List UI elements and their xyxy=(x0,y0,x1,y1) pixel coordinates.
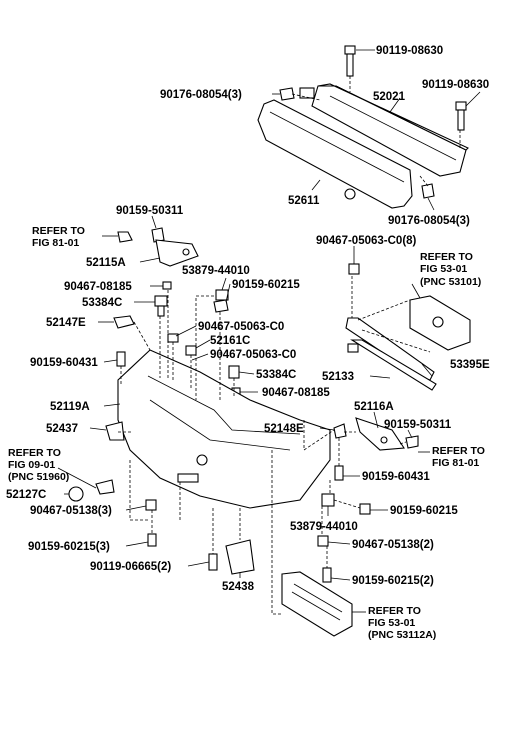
ref-fig53-top-line2: FIG 53-01 xyxy=(420,263,467,275)
label-53384C-left: 53384C xyxy=(82,297,122,309)
clip-52161C xyxy=(185,345,197,356)
label-53879-44010-bottom: 53879-44010 xyxy=(290,521,358,533)
tow-hook-cover-52127C xyxy=(68,479,115,502)
clip-53879-44010-top xyxy=(215,289,229,301)
label-90467-05138-right: 90467-05138(2) xyxy=(352,539,434,551)
energy-absorber-52611 xyxy=(257,99,413,209)
ref-fig53-bottom-line3: (PNC 53112A) xyxy=(368,629,436,641)
clip-53879-44010-bottom xyxy=(321,493,335,507)
bolt-90119-08630-right xyxy=(455,101,467,131)
bracket-52116A xyxy=(355,417,405,451)
clip-90159-60215-left xyxy=(147,533,157,547)
clip-refer-fig81-left xyxy=(117,231,133,243)
clip-90467-05063-c08 xyxy=(348,263,360,275)
label-52438: 52438 xyxy=(222,581,255,593)
label-52611: 52611 xyxy=(288,195,320,207)
label-90159-50311-right: 90159-50311 xyxy=(384,419,452,431)
retainer-53384C-right xyxy=(228,365,240,379)
label-90467-05063-c08: 90467-05063-C0(8) xyxy=(316,235,417,247)
ref-fig09-line1: REFER TO xyxy=(8,447,61,459)
label-52147E: 52147E xyxy=(46,317,86,329)
clip-90159-50311-left xyxy=(151,227,165,243)
clip-90467-05138-left xyxy=(145,499,157,511)
nut-90176-08054-left xyxy=(279,87,295,101)
label-90159-50311-left: 90159-50311 xyxy=(116,205,184,217)
bolt-90119-08630-top xyxy=(344,45,356,77)
label-52161C: 52161C xyxy=(210,335,250,347)
label-90159-60215-right: 90159-60215(2) xyxy=(352,575,434,587)
bumper-cover-52119A xyxy=(117,349,331,509)
ref-fig81-left-line1: REFER TO xyxy=(32,225,85,237)
label-90119-08630-top: 90119-08630 xyxy=(376,45,443,57)
ref-fig09-line2: FIG 09-01 xyxy=(8,459,55,471)
cover-52438 xyxy=(225,539,255,575)
label-53879-44010-top: 53879-44010 xyxy=(182,265,250,277)
bumper-reinforcement-52021 xyxy=(299,83,469,177)
label-90467-08185-right: 90467-08185 xyxy=(262,387,330,399)
ref-fig53-top-line3: (PNC 53101) xyxy=(420,276,481,288)
label-90159-60215-mid: 90159-60215 xyxy=(390,505,458,517)
ref-fig81-right-line2: FIG 81-01 xyxy=(432,457,479,469)
label-90159-60431-left: 90159-60431 xyxy=(30,357,98,369)
bolt-90159-60431-right xyxy=(334,465,344,481)
label-90176-08054-right: 90176-08054(3) xyxy=(388,215,470,227)
clip-90467-05138-right xyxy=(317,535,329,547)
label-53395E: 53395E xyxy=(450,359,490,371)
clip-90159-50311-right xyxy=(405,435,419,449)
assembly-dashed-lines xyxy=(118,76,461,615)
clip-90467-05063-a xyxy=(167,333,179,343)
ref-fig81-right-line1: REFER TO xyxy=(432,445,485,457)
bolt-90119-06665 xyxy=(208,553,218,571)
bolt-90159-60431-left xyxy=(116,351,126,367)
label-52119A: 52119A xyxy=(50,401,90,413)
cover-52437 xyxy=(105,421,125,441)
grille-strip-52133 xyxy=(345,317,437,391)
label-90159-60431-right: 90159-60431 xyxy=(362,471,430,483)
label-52127C: 52127C xyxy=(6,489,46,501)
label-52116A: 52116A xyxy=(354,401,394,413)
clip-52147E xyxy=(113,315,135,329)
ref-fig09-line3: (PNC 51960) xyxy=(8,471,69,483)
label-52437: 52437 xyxy=(46,423,78,435)
label-52148E: 52148E xyxy=(264,423,304,435)
bolt-90159-60215-right xyxy=(322,567,332,583)
label-90176-08054-left: 90176-08054(3) xyxy=(160,89,242,101)
bracket-52115A xyxy=(155,239,199,267)
bolt-90467-08185-left xyxy=(162,281,172,290)
label-90159-60215-top: 90159-60215 xyxy=(232,279,300,291)
label-90119-08630-right: 90119-08630 xyxy=(422,79,489,91)
retainer-53384C-left xyxy=(154,295,168,317)
label-52115A: 52115A xyxy=(86,257,126,269)
label-90119-06665: 90119-06665(2) xyxy=(90,561,171,573)
label-90159-60215-left: 90159-60215(3) xyxy=(28,541,110,553)
label-90467-05063-a: 90467-05063-C0 xyxy=(198,321,284,333)
grille-53101 xyxy=(409,295,471,351)
refer-notes: REFER TO FIG 81-01 REFER TO FIG 53-01 (P… xyxy=(8,225,485,641)
label-53384C-right: 53384C xyxy=(256,369,296,381)
ref-fig53-bottom-line1: REFER TO xyxy=(368,605,421,617)
label-90467-05138-left: 90467-05138(3) xyxy=(30,505,112,517)
ref-fig81-left-line2: FIG 81-01 xyxy=(32,237,79,249)
label-52021: 52021 xyxy=(373,91,406,103)
label-90467-08185-left: 90467-08185 xyxy=(64,281,132,293)
ref-fig53-bottom-line2: FIG 53-01 xyxy=(368,617,415,629)
ref-fig53-top-line1: REFER TO xyxy=(420,251,473,263)
nut-90176-08054-right xyxy=(421,183,435,199)
lower-grille-53112A xyxy=(281,571,353,637)
retainer-53395E xyxy=(347,343,359,353)
clip-52148E xyxy=(333,423,347,439)
label-52133: 52133 xyxy=(322,371,354,383)
part-labels: 90119-08630 52021 90176-08054(3) 90119-0… xyxy=(6,45,490,593)
clip-90159-60215-top xyxy=(213,299,229,313)
label-90467-05063-b: 90467-05063-C0 xyxy=(210,349,296,361)
leader-lines xyxy=(57,49,481,613)
clip-90159-60215-mid xyxy=(359,503,371,515)
